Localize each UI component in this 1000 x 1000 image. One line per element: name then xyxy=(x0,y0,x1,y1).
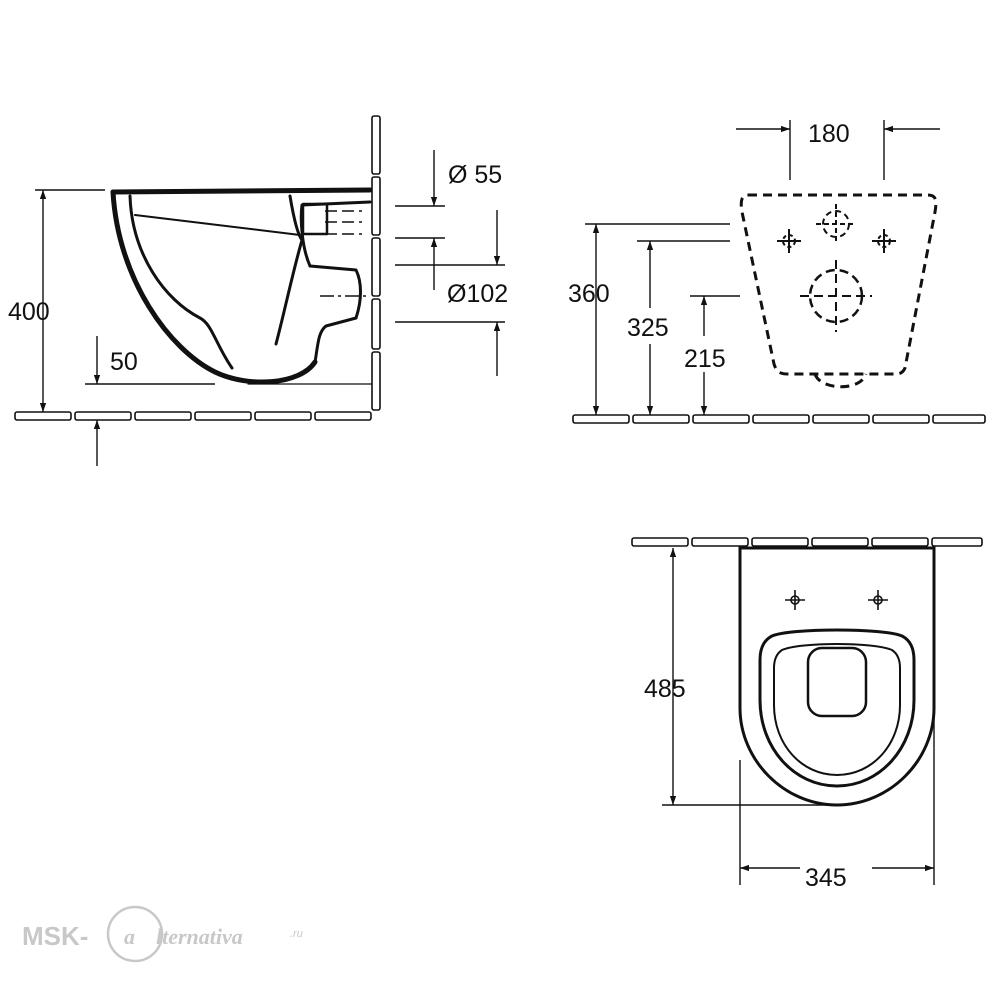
dim-400 xyxy=(35,189,105,412)
dim-50 xyxy=(85,336,215,466)
watermark-logo: MSK- a lternativa .ru xyxy=(22,905,303,963)
dim-360-label: 360 xyxy=(568,280,610,308)
top-seat-outer xyxy=(758,628,916,788)
dim-180-label: 180 xyxy=(808,120,850,148)
watermark-suffix: .ru xyxy=(290,928,303,940)
side-toilet-body xyxy=(110,187,373,385)
watermark-prefix: MSK- xyxy=(22,921,88,951)
dim-485 xyxy=(662,548,835,806)
top-view: 485 345 xyxy=(631,537,983,892)
rear-view: 180 360 325 215 xyxy=(568,120,986,424)
top-bowl-opening xyxy=(806,646,868,718)
dim-215 xyxy=(690,295,740,415)
top-bolt-marks xyxy=(785,590,888,610)
dim-180 xyxy=(736,120,940,180)
top-wall xyxy=(631,537,983,547)
top-seat-inner xyxy=(773,643,901,777)
rear-floor xyxy=(572,414,986,424)
dim-345-label: 345 xyxy=(805,864,847,892)
dim-325 xyxy=(637,240,730,415)
top-bowl-outline xyxy=(738,546,936,807)
side-view: 400 50 Ø 55 Ø102 xyxy=(8,115,508,466)
dim-485-label: 485 xyxy=(644,675,686,703)
side-wall xyxy=(371,115,381,411)
dim-inlet-diameter-label: Ø 55 xyxy=(448,161,502,189)
dim-360 xyxy=(585,223,730,415)
dim-outlet-diameter-label: Ø102 xyxy=(447,280,508,308)
dim-50-label: 50 xyxy=(110,348,138,376)
rear-fixtures xyxy=(777,204,896,332)
rear-outline-bottom xyxy=(813,373,868,389)
rear-outline xyxy=(739,193,938,376)
dim-400-label: 400 xyxy=(8,298,50,326)
watermark-emblem-ring xyxy=(106,905,164,963)
watermark-emblem: a xyxy=(124,924,135,949)
dim-outlet-diameter xyxy=(395,210,505,376)
dim-inlet-diameter xyxy=(395,150,445,290)
watermark-name: lternativa xyxy=(156,924,243,949)
dim-215-label: 215 xyxy=(684,345,726,373)
dim-345 xyxy=(739,715,935,885)
side-pipe-lines xyxy=(320,210,368,297)
side-floor xyxy=(14,411,372,421)
dim-325-label: 325 xyxy=(627,314,669,342)
